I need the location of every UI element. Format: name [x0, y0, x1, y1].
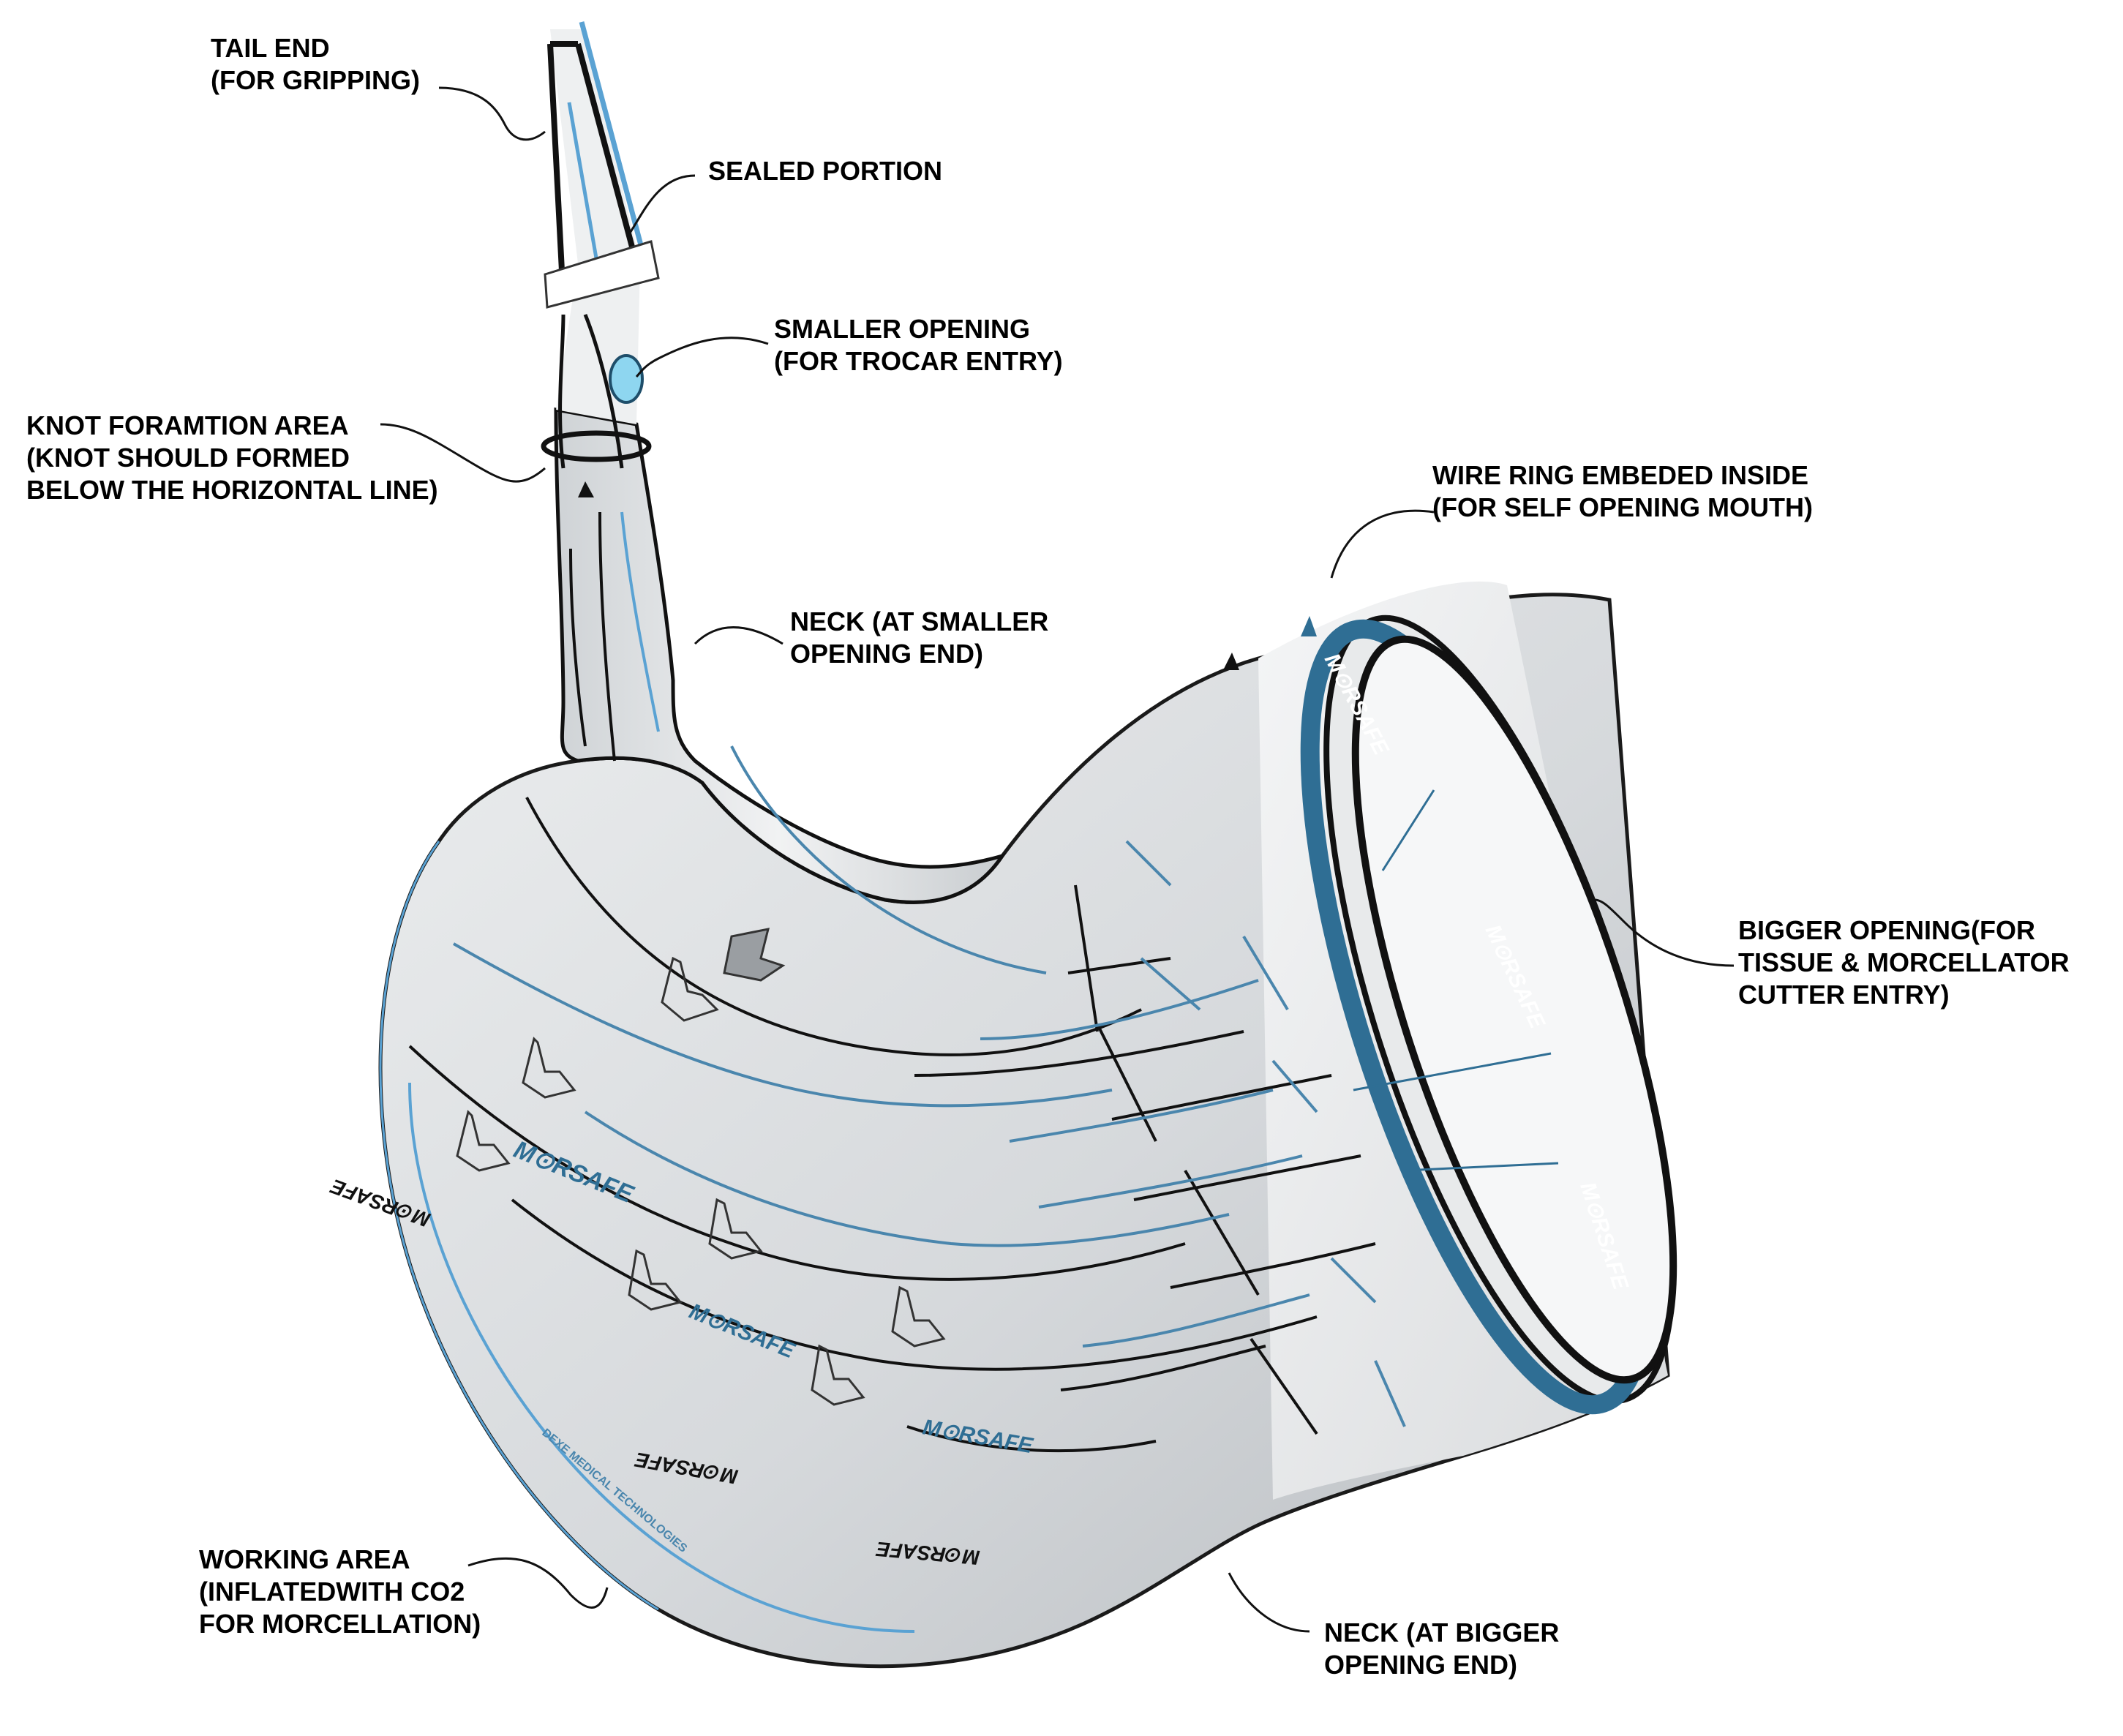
tube-line-1	[558, 314, 565, 469]
bag-body-edge	[379, 841, 659, 1611]
leader-wire-ring	[1330, 509, 1435, 579]
label-working-area: WORKING AREA (INFLATEDWITH CO2 FOR MORCE…	[199, 1544, 481, 1640]
label-tail-end: TAIL END (FOR GRIPPING)	[211, 32, 420, 97]
arrow-marker-icon	[578, 481, 594, 497]
leader-smaller-opening	[635, 337, 769, 378]
bag-illustration: M⊙RSAFE M⊙RSAFE M⊙RSAFE M⊙RSAFE M⊙RSAFE …	[327, 21, 1677, 1669]
label-line: (KNOT SHOULD FORMED	[26, 443, 350, 473]
knot-line-band	[541, 430, 652, 462]
tube-line-2	[583, 314, 624, 469]
label-smaller-opening: SMALLER OPENING (FOR TROCAR ENTRY)	[774, 313, 1063, 377]
label-sealed-portion: SEALED PORTION	[708, 155, 942, 187]
tail-blue-inner	[567, 102, 601, 271]
interior-line-2	[1353, 1052, 1552, 1091]
label-line: (FOR GRIPPING)	[211, 65, 420, 95]
leader-tail-end	[438, 86, 546, 141]
bag-bottom-edge	[408, 1082, 915, 1633]
label-bigger-opening: BIGGER OPENING(FOR TISSUE & MORCELLATOR …	[1738, 914, 2070, 1011]
arrow-marker-icon	[1301, 616, 1317, 636]
tail-blue-edge	[579, 21, 647, 257]
label-line: OPENING END)	[790, 639, 984, 669]
label-line: NECK (AT SMALLER	[790, 606, 1049, 636]
arrow-marker-icon	[1223, 653, 1239, 670]
label-line: BIGGER OPENING(FOR	[1738, 915, 2036, 945]
label-neck-small: NECK (AT SMALLER OPENING END)	[790, 606, 1048, 670]
tail-end-shape	[547, 41, 639, 271]
leader-neck-small	[694, 626, 784, 645]
label-line: SMALLER OPENING	[774, 314, 1031, 344]
label-line: NECK (AT BIGGER	[1324, 1617, 1560, 1647]
label-line: OPENING END)	[1324, 1650, 1518, 1680]
tube-line-4	[598, 511, 616, 762]
leader-working-area	[467, 1557, 609, 1609]
mouth-rim-inner	[1351, 635, 1677, 1384]
leader-neck-big	[1228, 1572, 1310, 1633]
grip-symbols	[456, 928, 946, 1406]
interior-line-1	[1381, 789, 1435, 871]
body-lines-blue	[453, 745, 1406, 1427]
leader-sealed	[628, 174, 696, 235]
label-line: WORKING AREA	[199, 1544, 410, 1574]
label-line: WIRE RING EMBEDED INSIDE	[1432, 460, 1809, 490]
label-line: SEALED PORTION	[708, 156, 943, 186]
label-line: KNOT FORAMTION AREA	[26, 410, 349, 440]
smaller-opening-ring	[609, 354, 644, 404]
tube-line-3	[569, 548, 587, 747]
label-neck-big: NECK (AT BIGGER OPENING END)	[1324, 1617, 1559, 1681]
leader-bigger-opening	[1594, 898, 1735, 967]
body-lines-black	[408, 797, 1376, 1453]
label-line: (INFLATEDWITH CO2	[199, 1577, 465, 1607]
label-line: FOR MORCELLATION)	[199, 1609, 481, 1639]
leader-lines	[380, 86, 1735, 1633]
label-wire-ring: WIRE RING EMBEDED INSIDE (FOR SELF OPENI…	[1432, 459, 1813, 524]
leader-knot	[380, 423, 546, 483]
label-line: CUTTER ENTRY)	[1738, 980, 1950, 1010]
sealed-band	[544, 240, 660, 309]
label-line: BELOW THE HORIZONTAL LINE)	[26, 475, 438, 505]
label-line: TISSUE & MORCELLATOR	[1738, 947, 2070, 977]
label-line: (FOR SELF OPENING MOUTH)	[1432, 492, 1813, 522]
label-knot-area: KNOT FORAMTION AREA (KNOT SHOULD FORMED …	[26, 410, 438, 506]
label-line: TAIL END	[211, 33, 330, 63]
interior-line-3	[1404, 1162, 1559, 1172]
tube-line-5	[620, 511, 660, 732]
label-line: (FOR TROCAR ENTRY)	[774, 346, 1063, 376]
